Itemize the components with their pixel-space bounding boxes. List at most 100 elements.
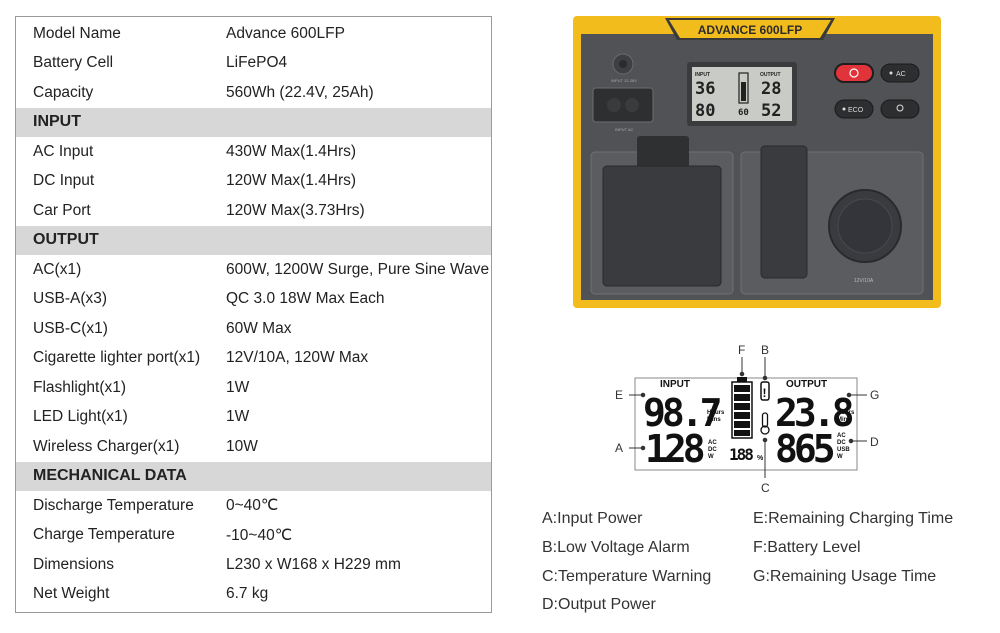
spec-value: 12V/10A, 120W Max (226, 349, 369, 367)
lcd-in-top: 98.7 (643, 391, 721, 435)
spec-row: Model Name Advance 600LFP (16, 19, 491, 49)
ac-button-label: AC (896, 71, 906, 78)
section-header: MECHANICAL DATA (16, 461, 491, 491)
lcd-out-hours: Hours (837, 410, 855, 416)
spec-row: Net Weight 6.7 kg (16, 580, 491, 610)
product-image: ADVANCE 600LFP INPUT 12-28V INPUT AC INP… (573, 16, 941, 308)
badge-inner (669, 20, 831, 38)
spec-value: QC 3.0 18W Max Each (226, 290, 385, 308)
spec-row: LED Light(x1) 1W (16, 403, 491, 433)
legend-f: F:Battery Level (753, 539, 861, 556)
spec-row: Wireless Charger(x1) 10W (16, 432, 491, 462)
lcd-legend: A:Input Power E:Remaining Charging Time … (542, 508, 992, 618)
lcd-in-hours: Hours (707, 410, 725, 416)
spec-key: Cigarette lighter port(x1) (33, 349, 201, 367)
lcd-out-unit-dc: DC (837, 440, 846, 446)
legend-d: D:Output Power (542, 596, 656, 613)
spec-value: 120W Max(1.4Hrs) (226, 172, 357, 190)
power-icon (849, 68, 859, 78)
lcd-small-in-bottom: 80 (695, 101, 715, 121)
spec-key: Wireless Charger(x1) (33, 437, 180, 455)
spec-key: LED Light(x1) (33, 408, 128, 426)
light-button[interactable] (880, 99, 920, 119)
callout-lines (629, 357, 867, 478)
lcd-small-output: OUTPUT (760, 72, 781, 78)
callout-d: D (870, 435, 879, 449)
legend-e: E:Remaining Charging Time (753, 510, 954, 527)
lcd-out-unit-usb: USB (837, 447, 850, 453)
lcd-small-in-top: 36 (695, 79, 715, 99)
power-button[interactable] (834, 63, 874, 83)
lcd-small-battery-fill (741, 82, 746, 101)
callout-f: F (738, 343, 745, 357)
callout-b: B (761, 343, 769, 357)
spec-value: 120W Max(3.73Hrs) (226, 201, 365, 219)
ac-input-pin-left (607, 98, 621, 112)
ac-button-dot (889, 71, 893, 75)
low-voltage-alarm-icon (760, 381, 770, 401)
legend-a: A:Input Power (542, 510, 643, 527)
spec-key: USB-C(x1) (33, 319, 108, 337)
lcd-out-bottom: 865 (775, 427, 834, 471)
alarm-exclamation: ! (763, 386, 767, 400)
spec-value: L230 x W168 x H229 mm (226, 555, 401, 573)
spec-row: USB-C(x1)60W Max (16, 314, 491, 344)
spec-row: Dimensions L230 x W168 x H229 mm (16, 550, 491, 580)
spec-row: Cigarette lighter port(x1) 12V/10A, 120W … (16, 344, 491, 374)
lcd-out-mins: Mins (837, 417, 851, 423)
lcd-output-label: OUTPUT (786, 379, 827, 390)
legend-b: B:Low Voltage Alarm (542, 539, 690, 556)
lcd-pct-sign: % (757, 455, 764, 462)
lcd-out-unit-ac: AC (837, 433, 846, 439)
lcd-small-battery (738, 72, 749, 104)
lcd-small-pct: 60 (738, 108, 749, 118)
spec-value: Advance 600LFP (226, 24, 345, 42)
badge-text: ADVANCE 600LFP (698, 23, 802, 37)
spec-row: AC(x1)600W, 1200W Surge, Pure Sine Wave (16, 255, 491, 285)
spec-key: Battery Cell (33, 54, 114, 72)
lcd-small-out-top: 28 (761, 79, 781, 99)
lcd-small-out-bottom: 52 (761, 101, 781, 121)
section-title: MECHANICAL DATA (33, 467, 187, 485)
ac-button[interactable] (880, 63, 920, 83)
lcd-in-mins: Mins (707, 417, 721, 423)
lcd-out-top: 23.8 (775, 391, 853, 435)
spec-key: DC Input (33, 172, 95, 190)
spec-key: Dimensions (33, 555, 114, 573)
eco-button-dot (842, 107, 846, 111)
dc-input-hole (619, 60, 627, 68)
callout-a: A (615, 441, 623, 455)
spec-key: Model Name (33, 24, 121, 42)
lcd-diagram: INPUT OUTPUT 98.7 Hours Mins 128 AC DC W… (615, 343, 879, 495)
lcd-out-unit-w: W (837, 454, 843, 460)
car-port-label: 12V/10A (854, 278, 874, 284)
callout-c: C (761, 481, 770, 495)
lcd-battery (731, 381, 753, 439)
section-title: INPUT (33, 113, 81, 131)
section-header: OUTPUT (16, 225, 491, 255)
spec-key: Net Weight (33, 585, 110, 603)
spec-table: Model Name Advance 600LFP Battery Cell LiFe… (15, 16, 492, 613)
spec-row: DC Input 120W Max(1.4Hrs) (16, 167, 491, 197)
legend-g: G:Remaining Usage Time (753, 568, 937, 585)
ac-outlet-cover[interactable] (602, 165, 722, 287)
usb-port-cover[interactable] (760, 145, 808, 279)
callout-e: E (615, 388, 623, 402)
spec-value: 6.7 kg (226, 585, 269, 603)
lcd-battery-cap (737, 377, 747, 382)
spec-row: Battery Cell LiFePO4 (16, 49, 491, 79)
eco-button[interactable] (834, 99, 874, 119)
spec-key: Charge Temperature (33, 526, 175, 544)
spec-value: 560Wh (22.4V, 25Ah) (226, 83, 374, 101)
lcd-small-input: INPUT (695, 72, 710, 78)
section-title: OUTPUT (33, 231, 99, 249)
spec-value: 10W (226, 437, 258, 455)
spec-value: 1W (226, 408, 250, 426)
spec-key: Car Port (33, 201, 91, 219)
car-port-inner (837, 198, 893, 254)
bulb-icon (896, 104, 904, 112)
spec-value: LiFePO4 (226, 54, 288, 72)
spec-value: 1W (226, 378, 250, 396)
